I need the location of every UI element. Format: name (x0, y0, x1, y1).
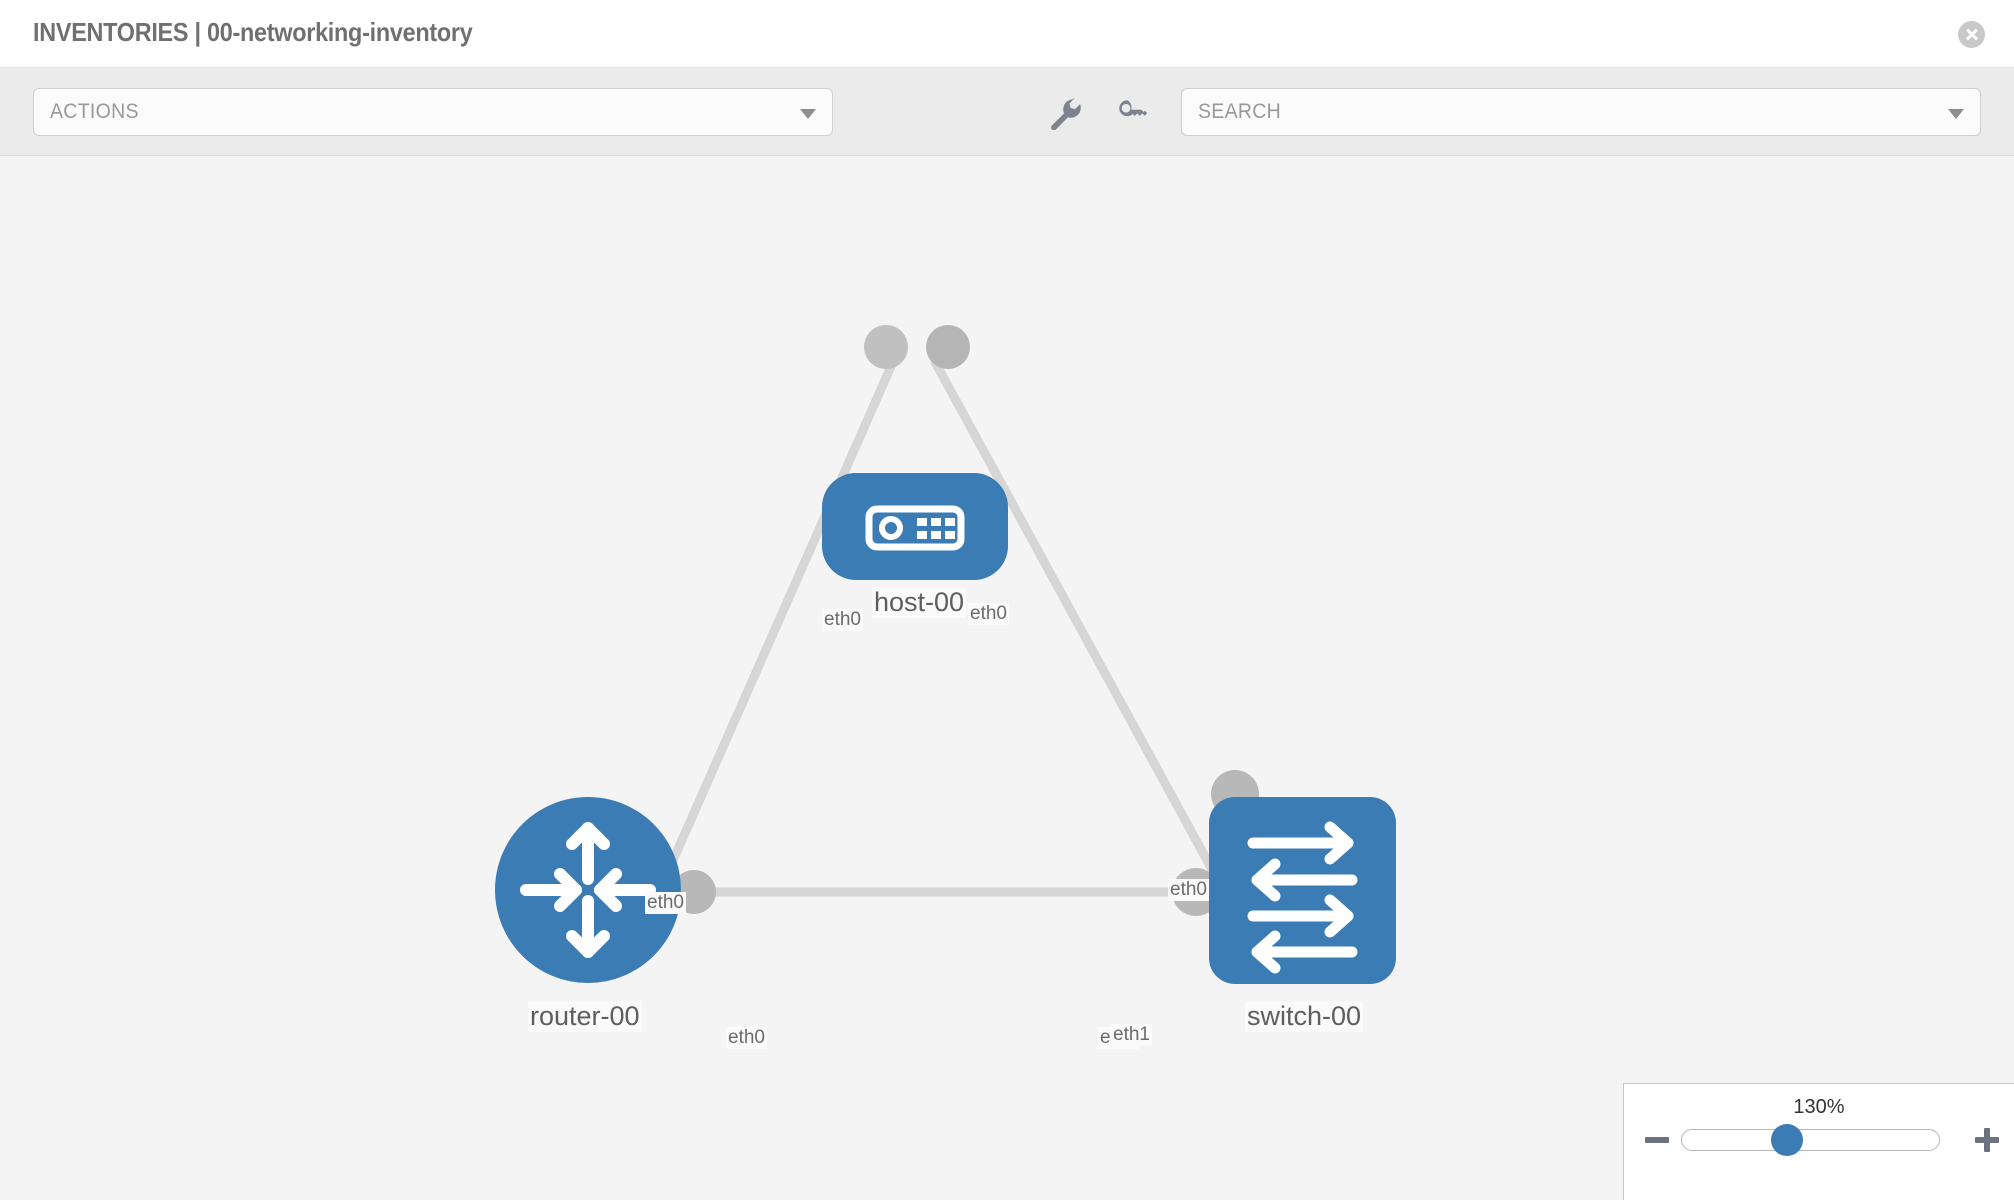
zoom-control-panel: 130% (1623, 1083, 2014, 1200)
toolbar: ACTIONS SEARCH (0, 68, 2014, 156)
chevron-down-icon (800, 109, 816, 119)
node-label-host-00: host-00 (872, 587, 967, 618)
server-device-icon (865, 505, 965, 551)
port-label-switch-left-eth1: eth1 (1111, 1024, 1152, 1046)
key-icon[interactable] (1115, 96, 1149, 130)
topology-canvas[interactable]: host-00 router-00 switch-00 eth0 eth0 et… (0, 157, 2014, 1200)
node-switch-00 (1209, 797, 1396, 984)
node-host-00 (822, 473, 1008, 580)
page-header: INVENTORIES | 00-networking-inventory (0, 0, 2014, 68)
topology-graph (495, 325, 1396, 984)
actions-dropdown[interactable]: ACTIONS (33, 88, 833, 136)
port-label-host-right: eth0 (968, 603, 1009, 625)
link-host-router (643, 357, 898, 922)
close-icon[interactable] (1958, 21, 1985, 48)
plus-icon[interactable] (1974, 1127, 2000, 1153)
zoom-slider-thumb[interactable] (1771, 1124, 1803, 1156)
node-label-router-00: router-00 (528, 1001, 642, 1032)
chevron-down-icon (1948, 109, 1964, 119)
wrench-icon[interactable] (1047, 96, 1081, 131)
port-label-switch-uplink: eth0 (1168, 879, 1209, 901)
actions-dropdown-label: ACTIONS (50, 100, 139, 123)
minus-icon[interactable] (1644, 1127, 1670, 1153)
search-dropdown[interactable]: SEARCH (1181, 88, 1981, 136)
node-router-00 (495, 797, 681, 983)
node-label-switch-00: switch-00 (1245, 1001, 1364, 1032)
port-label-router-uplink: eth0 (645, 892, 686, 914)
search-input-placeholder: SEARCH (1198, 100, 1282, 123)
zoom-percent-label: 130% (1793, 1096, 1845, 1118)
port-host-left (864, 325, 908, 369)
port-label-host-left: eth0 (822, 609, 863, 631)
zoom-slider-track[interactable] (1681, 1129, 1940, 1151)
port-label-router-right: eth0 (726, 1027, 767, 1049)
page-title: INVENTORIES | 00-networking-inventory (33, 17, 473, 47)
port-host-right (926, 325, 970, 369)
link-host-switch (930, 357, 1243, 922)
router-arrows-icon (520, 822, 656, 958)
switch-arrows-icon (1247, 821, 1358, 974)
